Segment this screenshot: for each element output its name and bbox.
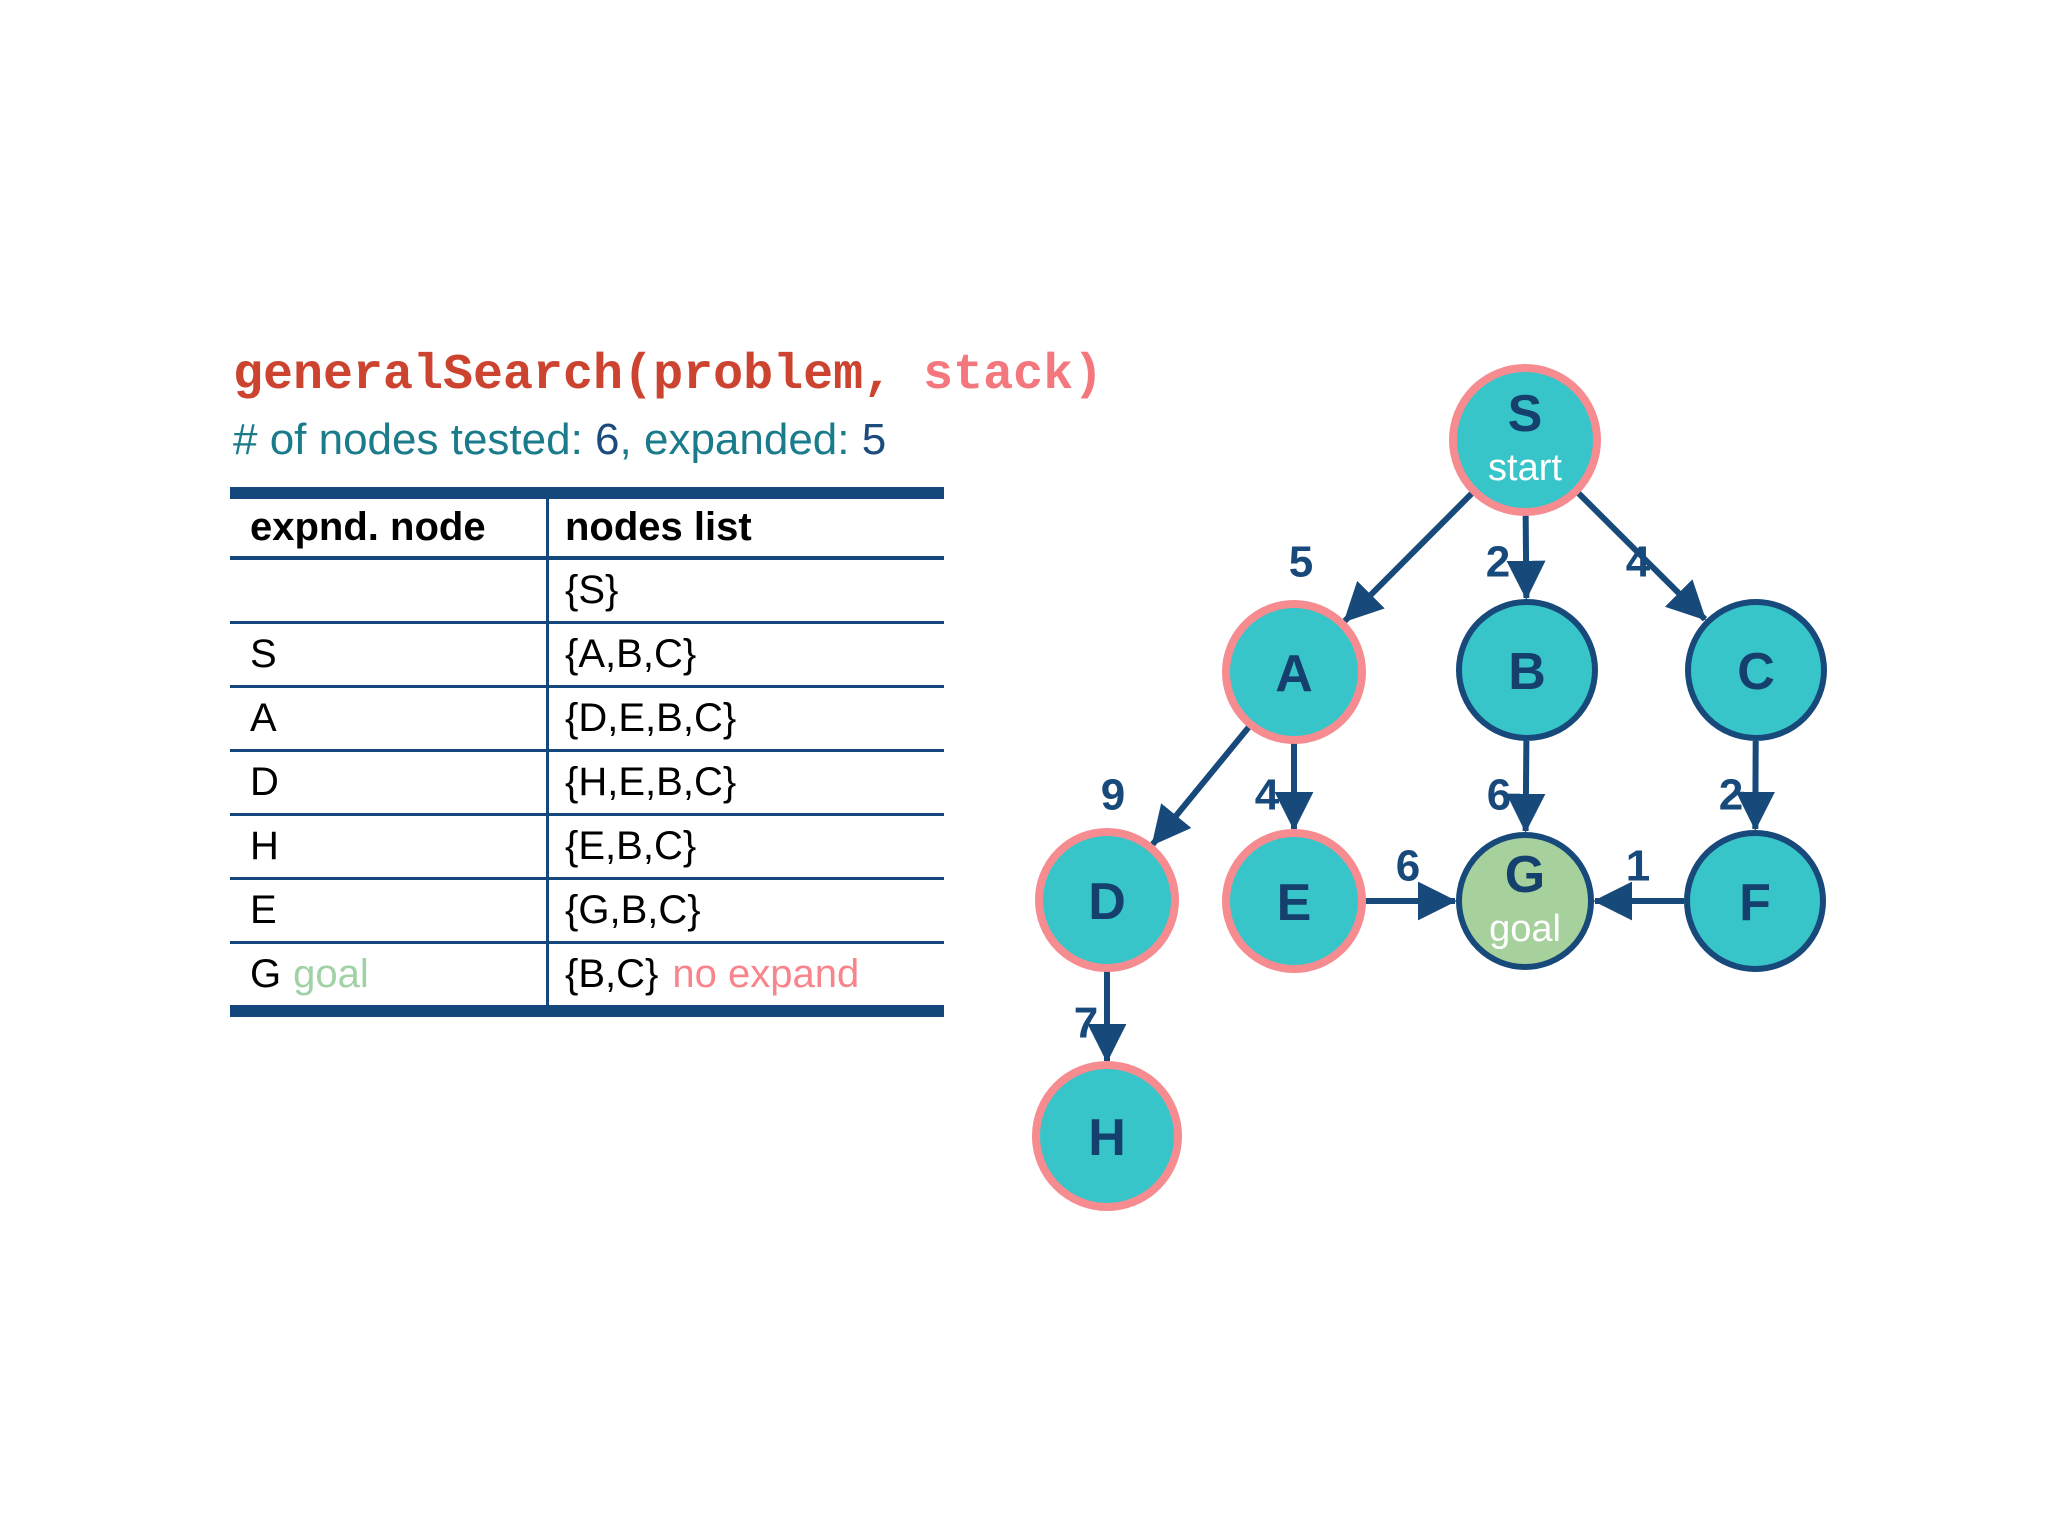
node-E xyxy=(1222,829,1366,973)
edge-weight-S-C: 4 xyxy=(1626,538,1651,587)
cell-nodes-list: {A,B,C} xyxy=(546,622,944,688)
cell-expanded-node: D xyxy=(230,750,548,816)
edge-weight-A-E: 4 xyxy=(1255,771,1280,820)
cell-expanded-node: E xyxy=(230,878,548,944)
header-nodes-list: nodes list xyxy=(546,493,944,560)
node-H xyxy=(1032,1061,1182,1211)
cell-nodes-list: {E,B,C} xyxy=(546,814,944,880)
table-row: D{H,E,B,C} xyxy=(230,750,944,816)
code-title-main: generalSearch(problem, xyxy=(233,347,894,404)
node-D xyxy=(1035,828,1179,972)
node-sublabel-G: goal xyxy=(1489,908,1561,950)
code-title: generalSearch(problem, stack) xyxy=(233,348,1103,404)
edge-weight-S-A: 5 xyxy=(1289,538,1313,587)
node-S xyxy=(1449,364,1601,516)
cell-nodes-list: {D,E,B,C} xyxy=(546,686,944,752)
node-A xyxy=(1222,600,1366,744)
table-row: S{A,B,C} xyxy=(230,622,944,688)
node-label-A: A xyxy=(1275,645,1313,703)
cell-nodes-list: {S} xyxy=(546,558,944,624)
node-G xyxy=(1456,832,1594,970)
edge-S-B xyxy=(1506,514,1546,600)
edge-weight-A-D: 9 xyxy=(1101,771,1125,820)
cell-nodes-list: {G,B,C} xyxy=(546,878,944,944)
table-row: H{E,B,C} xyxy=(230,814,944,880)
node-label-E: E xyxy=(1277,874,1312,932)
edge-weight-F-G: 1 xyxy=(1626,842,1650,891)
stats-text-2: , expanded: xyxy=(619,415,862,464)
node-B xyxy=(1456,599,1598,741)
cell-expanded-node: A xyxy=(230,686,548,752)
header-expanded-node: expnd. node xyxy=(230,493,548,560)
cell-nodes-list: {H,E,B,C} xyxy=(546,750,944,816)
edge-weight-E-G: 6 xyxy=(1396,842,1420,891)
header-row: expnd. node nodes list xyxy=(230,493,944,560)
node-label-C: C xyxy=(1737,643,1775,701)
edge-S-C xyxy=(1576,490,1708,622)
cell-nodes-list: {B,C}no expand xyxy=(546,942,944,1011)
node-C xyxy=(1685,599,1827,741)
cell-expanded-node: S xyxy=(230,622,548,688)
code-title-arg: stack) xyxy=(893,347,1104,404)
stats-tested-count: 6 xyxy=(595,415,620,464)
node-label-B: B xyxy=(1508,643,1546,701)
node-label-H: H xyxy=(1088,1109,1126,1167)
edge-A-D xyxy=(1150,724,1252,847)
table-row: A{D,E,B,C} xyxy=(230,686,944,752)
edge-weight-B-G: 6 xyxy=(1487,771,1511,820)
stats-expanded-count: 5 xyxy=(861,415,887,464)
stats-text-1: # of nodes tested: xyxy=(233,415,596,464)
node-label-G: G xyxy=(1505,846,1545,904)
node-F xyxy=(1684,830,1826,972)
edge-S-A xyxy=(1342,491,1475,624)
no-expand-tag: no expand xyxy=(672,952,860,996)
table-row: E{G,B,C} xyxy=(230,878,944,944)
edge-weight-S-B: 2 xyxy=(1486,538,1510,587)
edge-weight-C-F: 2 xyxy=(1719,771,1743,820)
table-row: {S} xyxy=(230,558,944,624)
trace-table-header: expnd. node nodes list xyxy=(230,493,944,560)
node-sublabel-S: start xyxy=(1488,447,1562,489)
edge-weight-D-H: 7 xyxy=(1074,999,1098,1048)
stats-line: # of nodes tested: 6, expanded: 5 xyxy=(233,414,886,466)
goal-tag: goal xyxy=(293,952,369,996)
cell-expanded-node xyxy=(230,558,548,624)
cell-expanded-node: H xyxy=(230,814,548,880)
edge-B-G xyxy=(1506,740,1546,833)
trace-table-body: {S}S{A,B,C}A{D,E,B,C}D{H,E,B,C}H{E,B,C}E… xyxy=(230,558,944,1011)
trace-table: expnd. node nodes list {S}S{A,B,C}A{D,E,… xyxy=(230,487,944,1017)
node-label-F: F xyxy=(1739,874,1771,932)
node-label-S: S xyxy=(1508,385,1543,443)
node-label-D: D xyxy=(1088,873,1126,931)
